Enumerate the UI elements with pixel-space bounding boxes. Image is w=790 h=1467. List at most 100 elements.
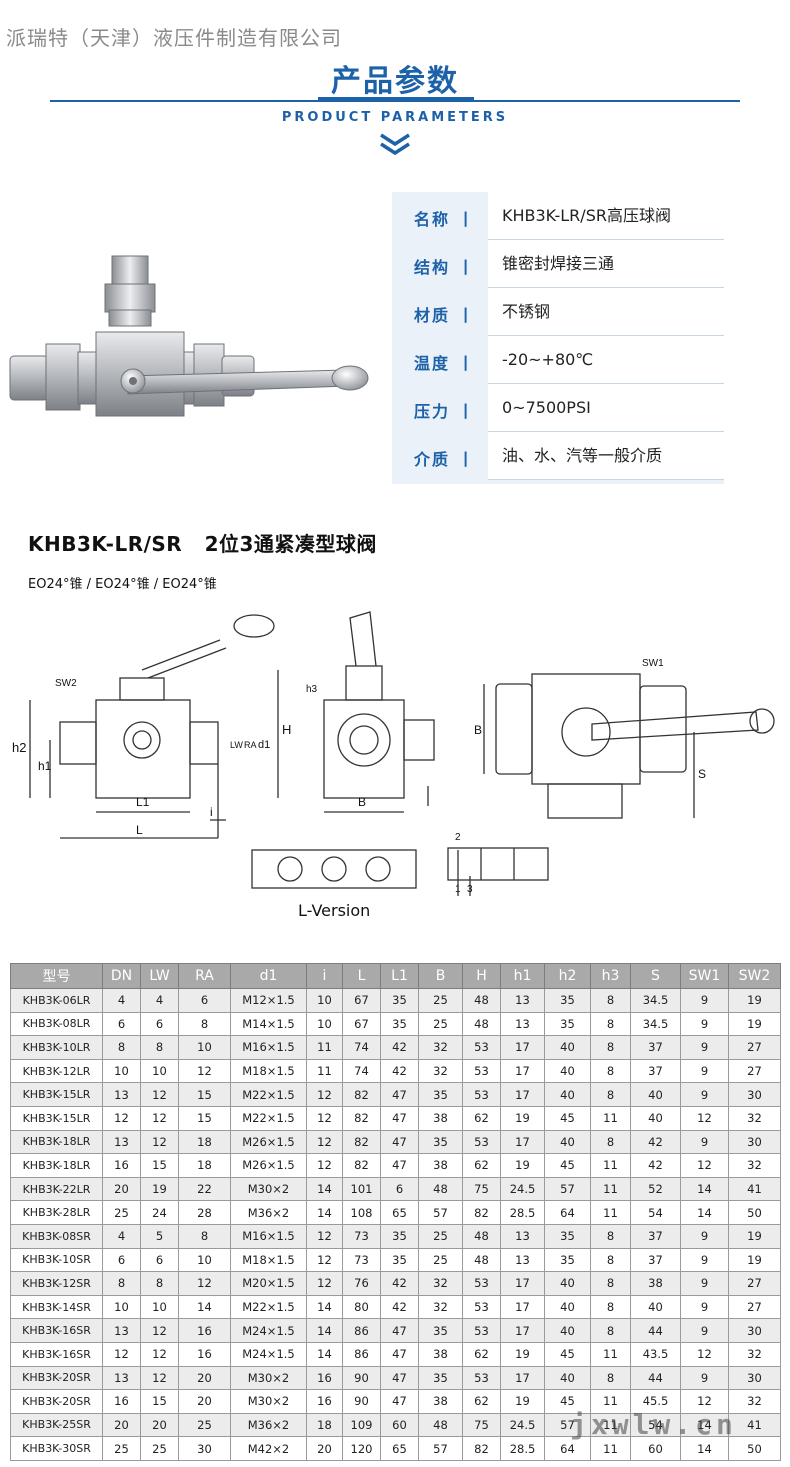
value-cell: 8 — [590, 1365, 631, 1391]
value-cell: 25 — [418, 1223, 463, 1249]
value-cell: M14×1.5 — [230, 1011, 307, 1037]
value-cell: 8 — [102, 1271, 141, 1296]
column-header: SW2 — [728, 963, 781, 989]
label-L1: L1 — [136, 795, 150, 809]
drawing-section-subtitle: EO24°锥 / EO24°锥 / EO24°锥 — [28, 577, 217, 592]
value-cell: 47 — [380, 1082, 419, 1107]
model-cell: KHB3K-15LR — [10, 1082, 103, 1107]
value-cell: 11 — [590, 1153, 631, 1178]
value-cell: 20 — [140, 1412, 179, 1438]
value-cell: 13 — [500, 1223, 545, 1249]
value-cell: 6 — [140, 1247, 179, 1273]
value-cell: 9 — [680, 1247, 729, 1273]
value-cell: 82 — [342, 1129, 381, 1155]
value-cell: 6 — [102, 1247, 141, 1273]
value-cell: 17 — [500, 1318, 545, 1343]
column-header: H — [462, 963, 501, 989]
param-value: -20~+80℃ — [488, 336, 724, 384]
model-cell: KHB3K-10SR — [10, 1247, 103, 1273]
value-cell: 9 — [680, 1129, 729, 1155]
value-cell: 16 — [102, 1389, 141, 1414]
value-cell: 48 — [418, 1412, 463, 1438]
section-header-title: 产品参数 — [331, 64, 459, 99]
model-cell: KHB3K-18LR — [10, 1153, 103, 1178]
value-cell: 41 — [728, 1176, 781, 1202]
value-cell: 57 — [418, 1200, 463, 1225]
model-cell: KHB3K-12LR — [10, 1058, 103, 1084]
value-cell: 53 — [462, 1035, 501, 1060]
value-cell: 45 — [544, 1341, 591, 1367]
value-cell: 48 — [462, 1011, 501, 1037]
value-cell: 40 — [630, 1082, 681, 1107]
value-cell: 30 — [178, 1436, 231, 1461]
product-photo — [9, 255, 369, 417]
value-cell: 45 — [544, 1153, 591, 1178]
value-cell: 8 — [590, 1011, 631, 1037]
value-cell: 9 — [680, 1318, 729, 1343]
model-cell: KHB3K-18LR — [10, 1129, 103, 1155]
value-cell: 12 — [306, 1129, 343, 1155]
value-cell: 75 — [462, 1176, 501, 1202]
value-cell: 8 — [590, 1294, 631, 1320]
port-label-3: 3 — [467, 884, 473, 895]
value-cell: 8 — [590, 988, 631, 1013]
value-cell: 16 — [102, 1153, 141, 1178]
value-cell: 16 — [306, 1389, 343, 1414]
value-cell: 65 — [380, 1200, 419, 1225]
value-cell: 11 — [306, 1058, 343, 1084]
value-cell: 9 — [680, 1058, 729, 1084]
company-watermark: 派瑞特（天津）液压件制造有限公司 — [6, 26, 342, 50]
value-cell: 73 — [342, 1223, 381, 1249]
value-cell: 19 — [728, 988, 781, 1013]
value-cell: 35 — [544, 1247, 591, 1273]
value-cell: 53 — [462, 1271, 501, 1296]
value-cell: 32 — [418, 1294, 463, 1320]
value-cell: 30 — [728, 1129, 781, 1155]
value-cell: 30 — [728, 1082, 781, 1107]
value-cell: 35 — [544, 1223, 591, 1249]
value-cell: 17 — [500, 1271, 545, 1296]
value-cell: M22×1.5 — [230, 1105, 307, 1131]
value-cell: 28 — [178, 1200, 231, 1225]
value-cell: 8 — [178, 1011, 231, 1037]
value-cell: 11 — [590, 1389, 631, 1414]
value-cell: 17 — [500, 1035, 545, 1060]
value-cell: 42 — [380, 1058, 419, 1084]
value-cell: 40 — [544, 1318, 591, 1343]
value-cell: M30×2 — [230, 1365, 307, 1391]
value-cell: 44 — [630, 1318, 681, 1343]
value-cell: 12 — [306, 1271, 343, 1296]
value-cell: 109 — [342, 1412, 381, 1438]
value-cell: M26×1.5 — [230, 1153, 307, 1178]
model-cell: KHB3K-25SR — [10, 1412, 103, 1438]
value-cell: 14 — [306, 1176, 343, 1202]
value-cell: 17 — [500, 1365, 545, 1391]
value-cell: 86 — [342, 1341, 381, 1367]
value-cell: M36×2 — [230, 1200, 307, 1225]
value-cell: 12 — [140, 1129, 179, 1155]
value-cell: 25 — [102, 1436, 141, 1461]
value-cell: M22×1.5 — [230, 1294, 307, 1320]
value-cell: 37 — [630, 1223, 681, 1249]
value-cell: 50 — [728, 1436, 781, 1461]
value-cell: 9 — [680, 1271, 729, 1296]
value-cell: 15 — [140, 1153, 179, 1178]
value-cell: 4 — [102, 1223, 141, 1249]
param-label: 名称 丨 — [414, 210, 476, 229]
value-cell: 19 — [728, 1247, 781, 1273]
value-cell: 38 — [418, 1105, 463, 1131]
l-version-label: L-Version — [298, 901, 371, 920]
value-cell: 28.5 — [500, 1436, 545, 1461]
value-cell: 38 — [418, 1341, 463, 1367]
label-h2: h2 — [12, 740, 26, 755]
value-cell: 13 — [102, 1318, 141, 1343]
value-cell: 12 — [140, 1082, 179, 1107]
model-cell: KHB3K-15LR — [10, 1105, 103, 1131]
value-cell: 6 — [178, 988, 231, 1013]
value-cell: 12 — [306, 1223, 343, 1249]
value-cell: 120 — [342, 1436, 381, 1461]
value-cell: 12 — [102, 1341, 141, 1367]
